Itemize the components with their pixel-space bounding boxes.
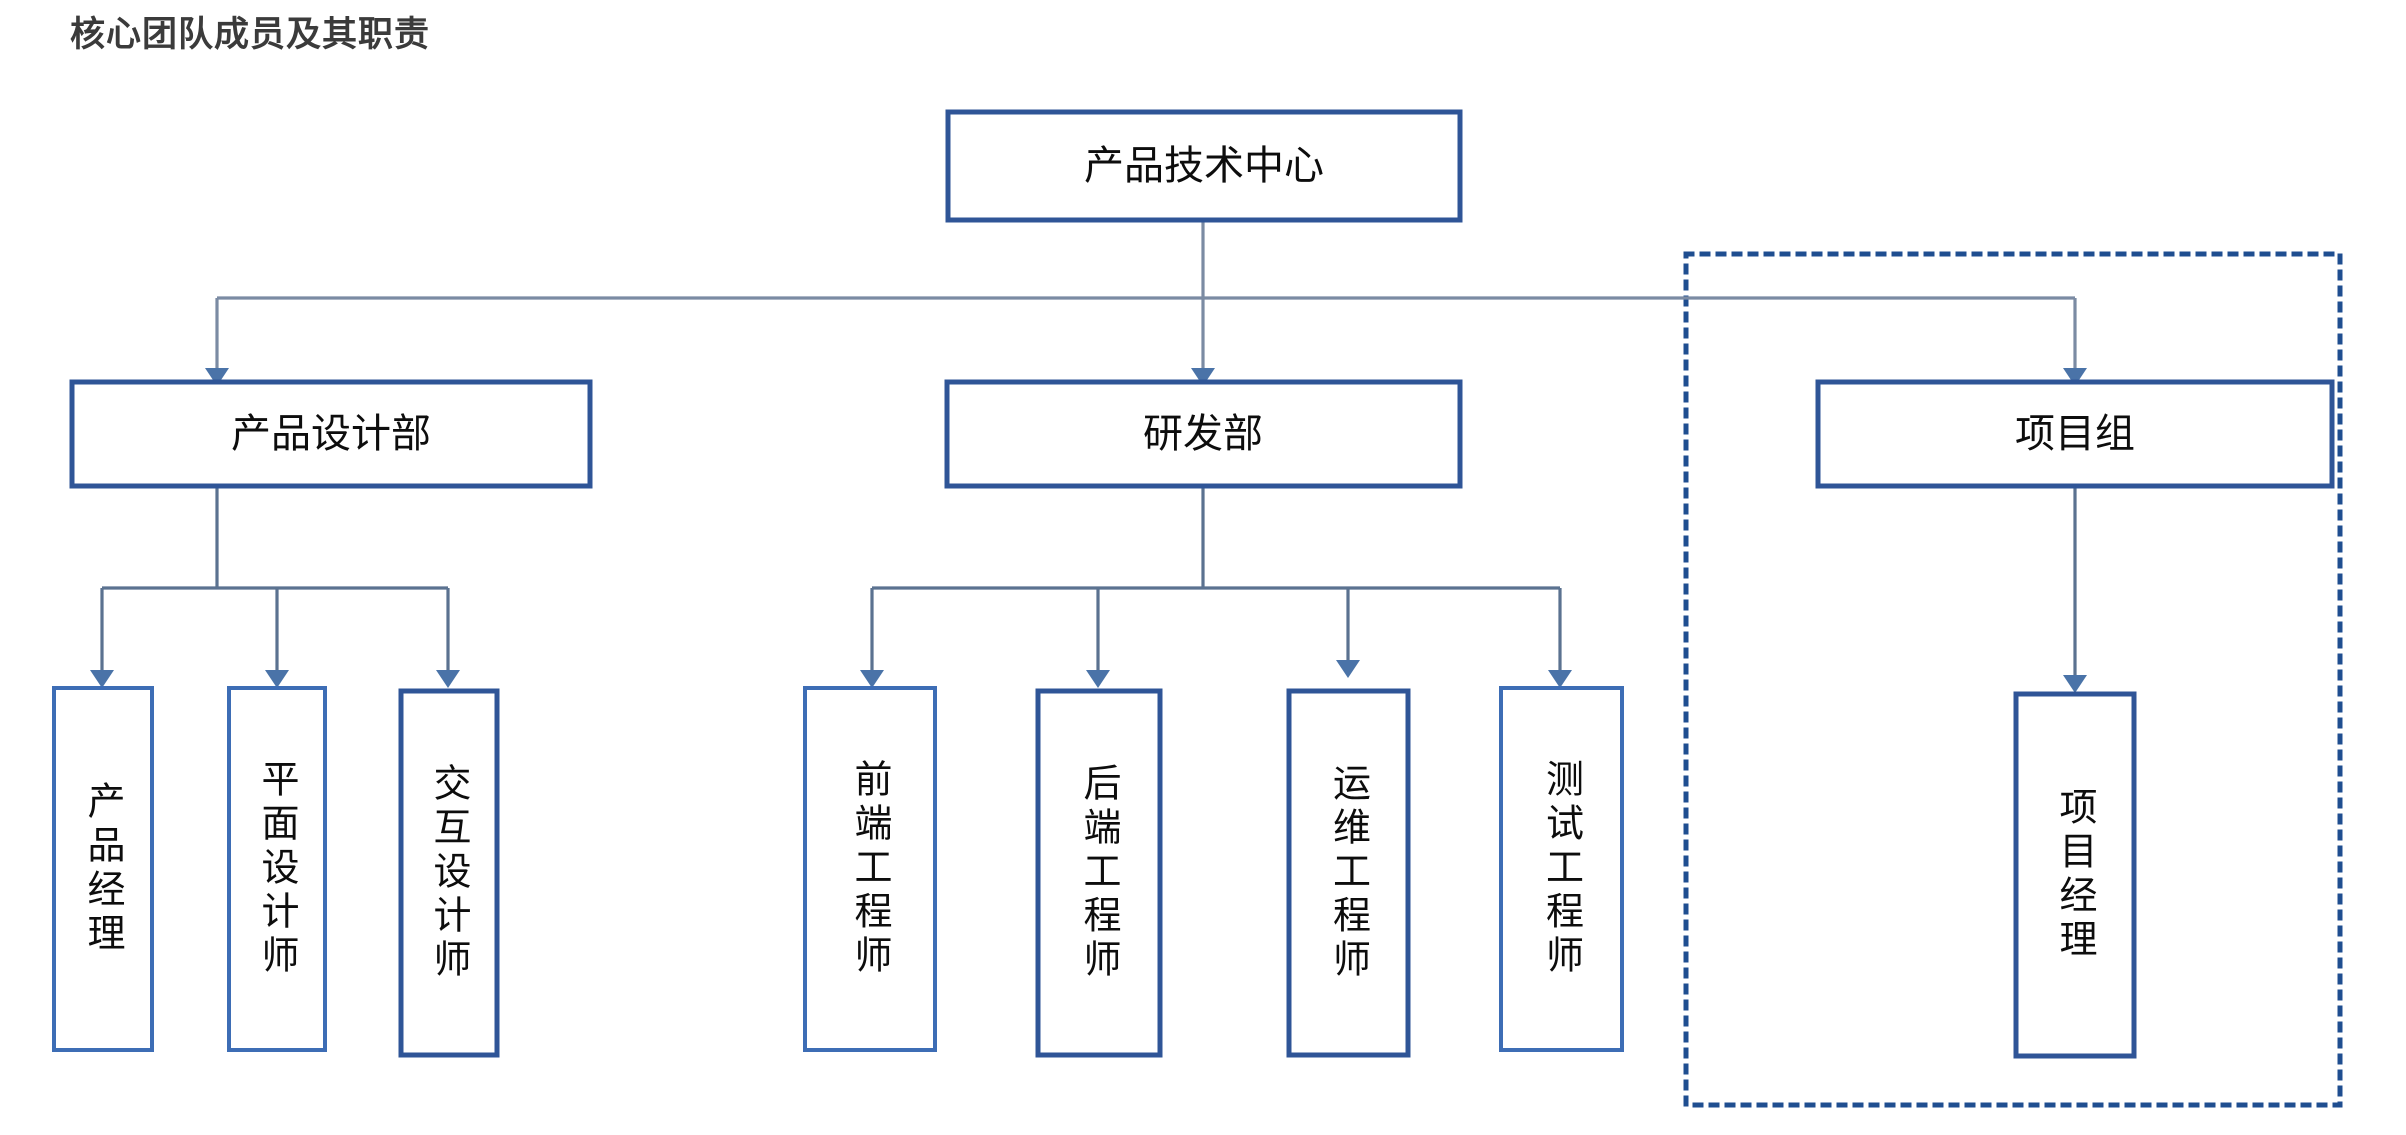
page-title: 核心团队成员及其职责 xyxy=(70,15,431,55)
node-qa-box[interactable] xyxy=(1499,686,1624,1052)
node-projman-box[interactable] xyxy=(2013,691,2137,1059)
node-pm-box[interactable] xyxy=(52,686,154,1052)
arrow-rnd-to-devops xyxy=(1336,660,1360,678)
node-interaction-box[interactable] xyxy=(398,688,500,1058)
node-design-label: 产品设计部 xyxy=(231,411,431,457)
node-rnd-box[interactable] xyxy=(944,379,1463,489)
arrow-rnd-to-frontend xyxy=(860,670,884,688)
arrow-project-to-projman xyxy=(2063,675,2087,693)
node-root-label: 产品技术中心 xyxy=(1084,143,1324,189)
arrow-design-to-graphic xyxy=(265,670,289,688)
node-rnd-label: 研发部 xyxy=(1143,411,1263,457)
node-project-label: 项目组 xyxy=(2015,411,2135,457)
node-project-box[interactable] xyxy=(1815,379,2335,489)
node-devops-box[interactable] xyxy=(1286,688,1411,1058)
node-root-box[interactable] xyxy=(945,109,1463,223)
node-design-box[interactable] xyxy=(69,379,593,489)
node-graphic-box[interactable] xyxy=(227,686,327,1052)
arrow-design-to-pm xyxy=(90,670,114,688)
node-backend-box[interactable] xyxy=(1035,688,1163,1058)
project-group-frame xyxy=(1683,251,2343,1108)
arrow-root-to-rnd xyxy=(1191,368,1215,386)
node-frontend-box[interactable] xyxy=(803,686,937,1052)
arrow-design-to-interaction xyxy=(436,670,460,688)
arrow-root-to-design xyxy=(205,368,229,386)
arrow-root-to-project xyxy=(2063,368,2087,386)
arrow-rnd-to-qa xyxy=(1548,670,1572,688)
arrow-rnd-to-backend xyxy=(1086,670,1110,688)
